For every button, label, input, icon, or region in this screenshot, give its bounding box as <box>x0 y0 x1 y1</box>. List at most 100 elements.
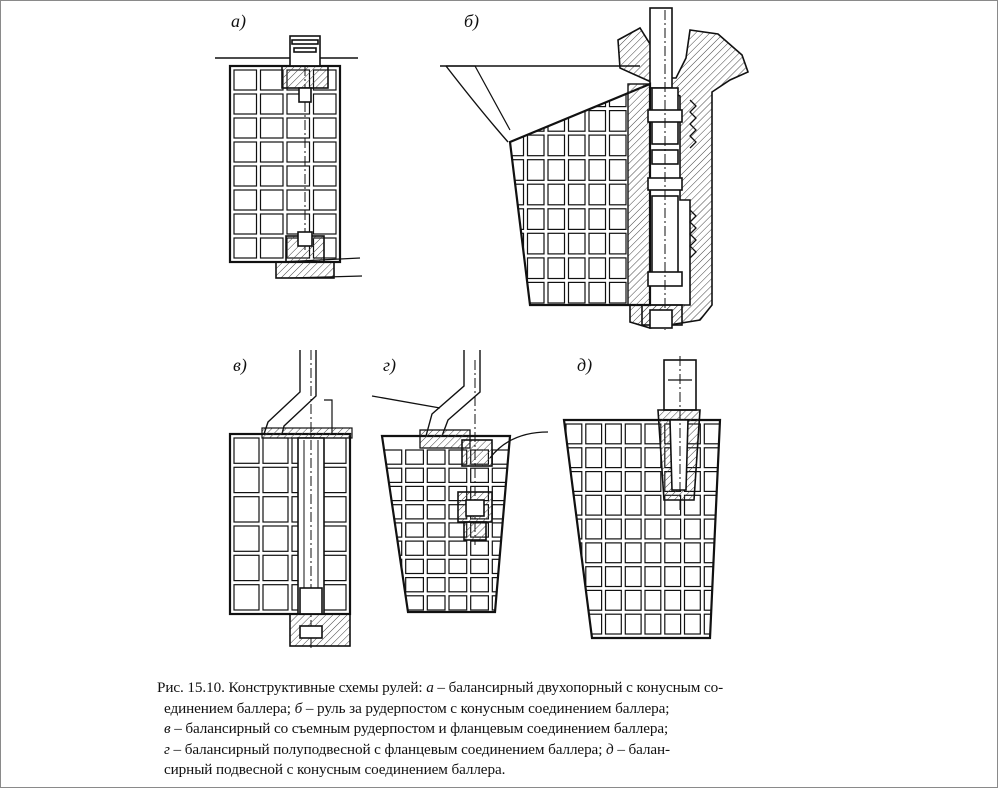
rudder-cell <box>448 558 468 575</box>
rudder-cell <box>312 141 337 163</box>
label-g: г) <box>383 355 397 375</box>
rudder-cell <box>510 281 525 304</box>
diagram-a <box>215 35 363 279</box>
rudder-cell <box>644 566 662 588</box>
rudder-cell <box>547 183 566 206</box>
rudder-cell <box>233 554 260 582</box>
rudder-cell <box>567 159 586 181</box>
rudder-cell <box>405 449 425 465</box>
rudder-cell <box>426 467 446 484</box>
rudder-cell <box>526 183 545 206</box>
rudder-cell <box>608 208 627 231</box>
rudder-cell <box>233 189 258 211</box>
rudder-cell <box>585 494 603 516</box>
rudder-cell <box>312 213 337 235</box>
caption-line-3: в – балансирный со съемным рудерпостом и… <box>164 720 669 738</box>
rudder-cell <box>547 208 566 231</box>
rudder-cell <box>262 584 289 611</box>
rudder-cell <box>644 471 662 493</box>
label-b: б) <box>464 11 480 31</box>
rudder-cell <box>588 208 607 231</box>
rudder-cell <box>608 281 627 304</box>
rudder-cell <box>448 467 468 484</box>
rudder-cell <box>565 423 583 445</box>
rudder-cell <box>233 237 258 259</box>
rudder-cell <box>644 542 662 564</box>
figure-caption: Рис. 15.10. Конструктивные схемы рулей: … <box>157 678 817 781</box>
rudder-cell <box>233 69 258 91</box>
diagram-d <box>562 356 722 640</box>
rudder-cell <box>604 494 622 516</box>
rudder-cell <box>683 566 701 588</box>
rudder-cell <box>588 257 607 280</box>
rudder-cell <box>448 540 468 556</box>
rudder-cell <box>286 189 311 211</box>
rudder-cell <box>233 117 258 139</box>
rudder-cell <box>262 496 289 523</box>
rudder-cell <box>664 518 682 540</box>
rudder-cell <box>233 525 260 552</box>
rudder-cell <box>683 613 701 635</box>
rudder-cell <box>526 134 545 157</box>
rudder-cell <box>526 232 545 255</box>
rudder-cell <box>426 558 446 575</box>
caption-line-4: г – балансирный полуподвесной с фланцевы… <box>164 740 671 758</box>
rudder-cell <box>286 117 311 139</box>
rudder-cell <box>644 518 662 540</box>
rudder-cell <box>683 589 701 611</box>
rudder-cell <box>624 589 642 611</box>
rudder-cell <box>588 232 607 255</box>
rudder-cell <box>233 496 260 523</box>
rudder-cell <box>426 522 446 538</box>
rudder-cell <box>567 208 586 231</box>
rudder-cell <box>259 93 284 115</box>
rudder-cell <box>644 494 662 516</box>
rudder-cell <box>664 566 682 588</box>
rudder-cell <box>703 423 720 445</box>
rudder-cell <box>703 447 720 469</box>
rudder-cell <box>405 576 425 593</box>
rudder-cell <box>233 93 258 115</box>
caption-line-5: сирный подвесной с конусным соединением … <box>164 761 506 779</box>
rudder-cell <box>312 117 337 139</box>
rudder-cell <box>426 485 446 502</box>
rudder-cell <box>567 257 586 280</box>
rudder-cell <box>604 542 622 564</box>
rudder-cell <box>608 109 627 132</box>
rudder-cell <box>565 566 583 588</box>
rudder-cell <box>585 471 603 493</box>
figure-number: Рис. 15.10. <box>157 679 225 696</box>
rudder-cell <box>608 134 627 157</box>
rudder-cell <box>448 595 468 611</box>
rudder-cell <box>259 141 284 163</box>
rudder-cell <box>405 467 425 484</box>
rudder-cell <box>286 165 311 187</box>
rudder-cell <box>405 540 425 556</box>
rudder-cell <box>585 518 603 540</box>
rudder-cell <box>608 183 627 206</box>
rudder-diagrams <box>215 7 750 650</box>
rudder-cell <box>588 183 607 206</box>
rudder-cell <box>312 189 337 211</box>
rudder-cell <box>526 208 545 231</box>
rudder-cell <box>426 504 446 520</box>
rudder-cell <box>703 542 720 564</box>
rudder-cell <box>233 437 260 464</box>
rudder-cell <box>405 504 425 520</box>
rudder-cell <box>624 423 642 445</box>
rudder-cell <box>604 589 622 611</box>
rudder-cell <box>624 613 642 635</box>
rudder-cell <box>604 518 622 540</box>
rudder-cell <box>565 589 583 611</box>
rudder-cell <box>624 518 642 540</box>
rudder-cell <box>585 542 603 564</box>
rudder-cell <box>644 589 662 611</box>
rudder-cell <box>604 613 622 635</box>
rudder-cell <box>262 466 289 494</box>
rudder-cell <box>233 213 258 235</box>
diagram-g <box>371 350 549 614</box>
rudder-cell <box>470 576 490 593</box>
rudder-cell <box>624 471 642 493</box>
label-a: а) <box>231 11 246 31</box>
